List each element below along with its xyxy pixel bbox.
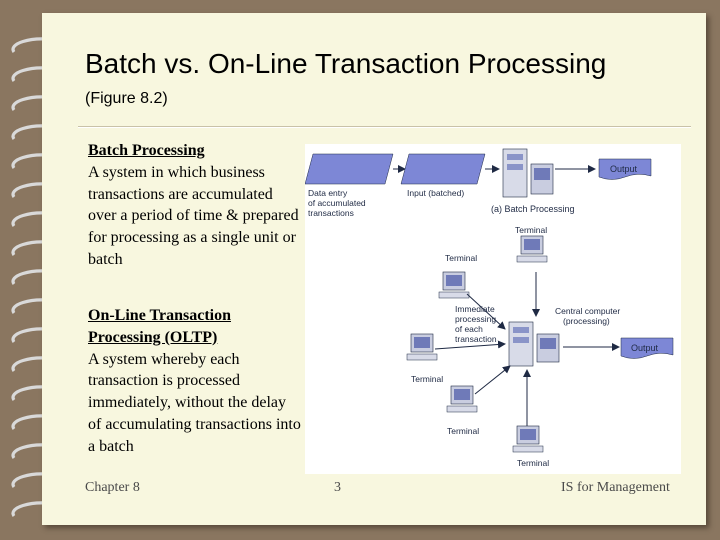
batched-input-shape — [400, 153, 486, 185]
immediate-label-2: processing — [455, 314, 496, 324]
batch-processing-block: Batch Processing A system in which busin… — [88, 140, 303, 271]
terminal-label-2: Terminal — [515, 225, 547, 235]
terminal-label-4: Terminal — [447, 426, 479, 436]
batch-definition: A system in which business transactions … — [88, 163, 299, 268]
oltp-definition: A system whereby each transaction is pro… — [88, 350, 301, 455]
immediate-label-4: transaction — [455, 334, 497, 344]
terminal-icon-left — [406, 333, 438, 361]
terminal-label-3: Terminal — [411, 374, 443, 384]
terminal-icon-top-right — [516, 235, 548, 263]
central-computer-icon — [508, 321, 560, 367]
output-document-top — [598, 158, 652, 180]
output-bottom-label: Output — [631, 343, 659, 353]
link-top-left — [466, 293, 506, 330]
input-batched-label: Input (batched) — [407, 188, 464, 198]
data-entry-shape — [304, 153, 394, 185]
footer-chapter: Chapter 8 — [85, 480, 140, 495]
link-left — [434, 340, 506, 350]
terminal-icon-top-left — [438, 271, 470, 299]
central-computer-label-2: (processing) — [563, 316, 610, 326]
central-computer-label-1: Central computer — [555, 306, 620, 316]
data-entry-label-2: of accumulated — [308, 198, 366, 208]
slide-title: Batch vs. On-Line Transaction Processing — [85, 48, 607, 79]
oltp-heading: On-Line Transaction Processing (OLTP) — [88, 307, 231, 346]
figure-8-2: Data entry of accumulated transactions I… — [304, 144, 681, 474]
terminal-label-1: Terminal — [445, 253, 477, 263]
immediate-label-1: Immediate — [455, 304, 495, 314]
batch-computer-icon — [502, 148, 554, 198]
oltp-block: On-Line Transaction Processing (OLTP) A … — [88, 305, 303, 458]
batch-processing-label: (a) Batch Processing — [491, 204, 575, 214]
slide-subtitle: (Figure 8.2) — [85, 90, 168, 107]
footer-page-number: 3 — [334, 480, 341, 495]
footer-course: IS for Management — [561, 480, 670, 495]
title-divider — [78, 126, 691, 128]
terminal-icon-bottom-left — [446, 385, 478, 413]
link-bottom-left — [474, 365, 511, 395]
data-entry-label-1: Data entry — [308, 188, 348, 198]
immediate-label-3: of each — [455, 324, 483, 334]
batch-heading: Batch Processing — [88, 142, 205, 159]
terminal-icon-bottom-right — [512, 425, 544, 453]
data-entry-label-3: transactions — [308, 208, 354, 218]
output-document-bottom — [620, 337, 674, 359]
terminal-label-5: Terminal — [517, 458, 549, 468]
output-top-label: Output — [610, 164, 638, 174]
